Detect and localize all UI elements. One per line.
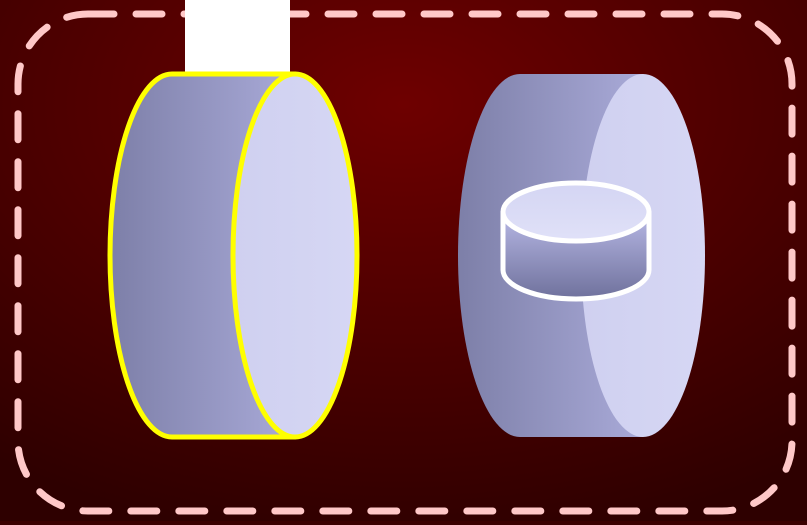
inner-cylinder-icon[interactable] <box>503 183 649 299</box>
left-cylinder-icon[interactable] <box>110 74 357 437</box>
left-cylinder-face <box>233 74 357 437</box>
top-connector[interactable] <box>185 0 290 80</box>
inner-cylinder-top <box>503 183 649 241</box>
